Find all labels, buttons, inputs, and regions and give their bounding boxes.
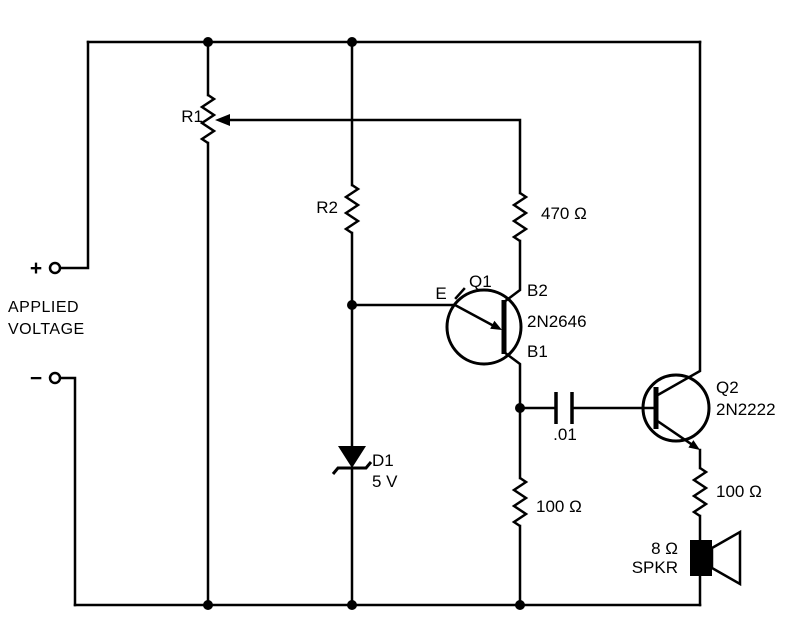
q1-ujt-body [445,288,523,366]
q2-part-number-label: 2N2222 [716,400,776,419]
q1-label: Q1 [469,272,492,291]
resistor-100-output-label: 100 Ω [716,482,762,501]
negative-lead-wire [58,376,77,607]
q1-base1-label: B1 [527,342,548,361]
r1-label: R1 [181,107,203,126]
r2-resistor [343,183,361,235]
resistor-100-oscillator [511,476,529,528]
speaker-impedance-label: 8 Ω [651,539,678,558]
b1-lead-wire [502,350,522,480]
r1-wiper-wire [227,118,522,195]
b2-lead-wire [502,239,522,304]
capacitor-value-label: .01 [553,425,577,444]
q1-leader-line [454,287,466,300]
q1-part-number-label: 2N2646 [527,312,587,331]
r1-potentiometer [199,93,217,145]
resistor-470-label: 470 Ω [541,204,587,223]
q2-emitter-arrowhead [688,440,700,450]
minus-sign-label: − [30,367,42,390]
junction-dot [347,600,357,610]
junction-dot [203,37,213,47]
q1-emitter-wire [350,303,496,328]
applied-voltage-label-line1: APPLIED [8,299,79,316]
junction-dot [347,300,357,310]
q2-collector-wire [654,40,702,398]
speaker-label: SPKR [632,558,678,577]
junction-dot [203,600,213,610]
resistor-100-output [691,466,709,518]
q1-emitter-arrowhead [490,320,502,330]
d1-value-label: 5 V [372,472,398,491]
applied-voltage-label-line2: VOLTAGE [8,321,85,338]
junction-dot [347,37,357,47]
speaker-driver [690,540,712,576]
q1-base2-label: B2 [527,281,548,300]
q1-emitter-label: E [435,284,446,303]
plus-sign-label: + [30,257,42,280]
speaker-cone [710,529,742,587]
junction-dots [203,37,525,610]
q2-emitter-wire [654,418,696,448]
resistor-470 [511,191,529,243]
d1-zener-triangle [338,446,366,468]
junction-dot [515,403,525,413]
positive-lead-wire [58,40,90,270]
resistor-100-oscillator-label: 100 Ω [536,497,582,516]
negative-terminal [48,371,62,385]
q2-label: Q2 [716,378,739,397]
positive-terminal [48,261,62,275]
r2-label: R2 [316,198,338,217]
junction-dot [515,600,525,610]
r1-wiper-arrowhead [215,114,230,126]
d1-label: D1 [372,451,394,470]
q2-transistor-body [641,373,711,443]
